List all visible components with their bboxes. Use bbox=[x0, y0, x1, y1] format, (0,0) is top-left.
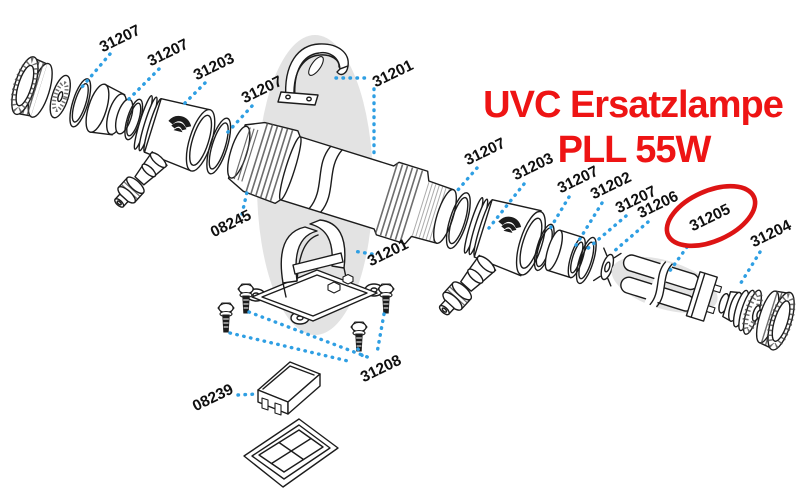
quartz-glass-sleeve bbox=[544, 229, 586, 279]
screw-3 bbox=[377, 283, 395, 314]
strainer-disc bbox=[49, 74, 71, 119]
hose-adapter-right bbox=[438, 254, 497, 316]
o-ring-4 bbox=[445, 192, 471, 250]
outlet-housing bbox=[438, 196, 547, 316]
hub-flange bbox=[85, 83, 134, 136]
part-label: 31203 bbox=[510, 150, 557, 184]
ballast-cover bbox=[257, 361, 321, 416]
uvc-body-tube bbox=[226, 121, 458, 245]
clamp-bracket-top bbox=[277, 43, 349, 106]
o-ring-1 bbox=[69, 78, 92, 128]
part-label-highlighted: 31205 bbox=[687, 201, 734, 235]
screw-1 bbox=[217, 302, 235, 333]
union-nut-left bbox=[10, 56, 53, 118]
inlet-housing bbox=[114, 95, 216, 208]
part-label: 31204 bbox=[748, 217, 795, 251]
highlight-circle bbox=[664, 183, 758, 249]
hose-adapter-left bbox=[114, 151, 168, 208]
cover-frame bbox=[243, 418, 339, 488]
part-label: 08245 bbox=[208, 207, 255, 241]
o-ring-6 bbox=[575, 236, 597, 285]
part-label: 31207 bbox=[145, 36, 191, 70]
part-label: 31207 bbox=[462, 135, 508, 169]
part-label: 31203 bbox=[191, 50, 238, 84]
heading: UVC Ersatzlampe PLL 55W bbox=[483, 84, 784, 171]
part-label: 31208 bbox=[358, 352, 405, 386]
screw-4 bbox=[350, 321, 368, 352]
lamp-holder bbox=[718, 289, 763, 335]
union-nut-right bbox=[755, 290, 796, 351]
uvc-lamp bbox=[620, 254, 723, 322]
exploded-assembly bbox=[10, 56, 796, 351]
part-label: 31201 bbox=[370, 57, 417, 91]
leader-lines bbox=[80, 52, 762, 397]
clamp-bracket-base bbox=[246, 219, 384, 325]
part-label: 08239 bbox=[190, 381, 237, 415]
part-label: 31207 bbox=[97, 22, 143, 56]
o-ring-3 bbox=[206, 117, 232, 175]
part-label: 31201 bbox=[365, 236, 412, 270]
heading-line-1: UVC Ersatzlampe bbox=[483, 84, 783, 126]
heading-line-2: PLL 55W bbox=[558, 129, 712, 171]
